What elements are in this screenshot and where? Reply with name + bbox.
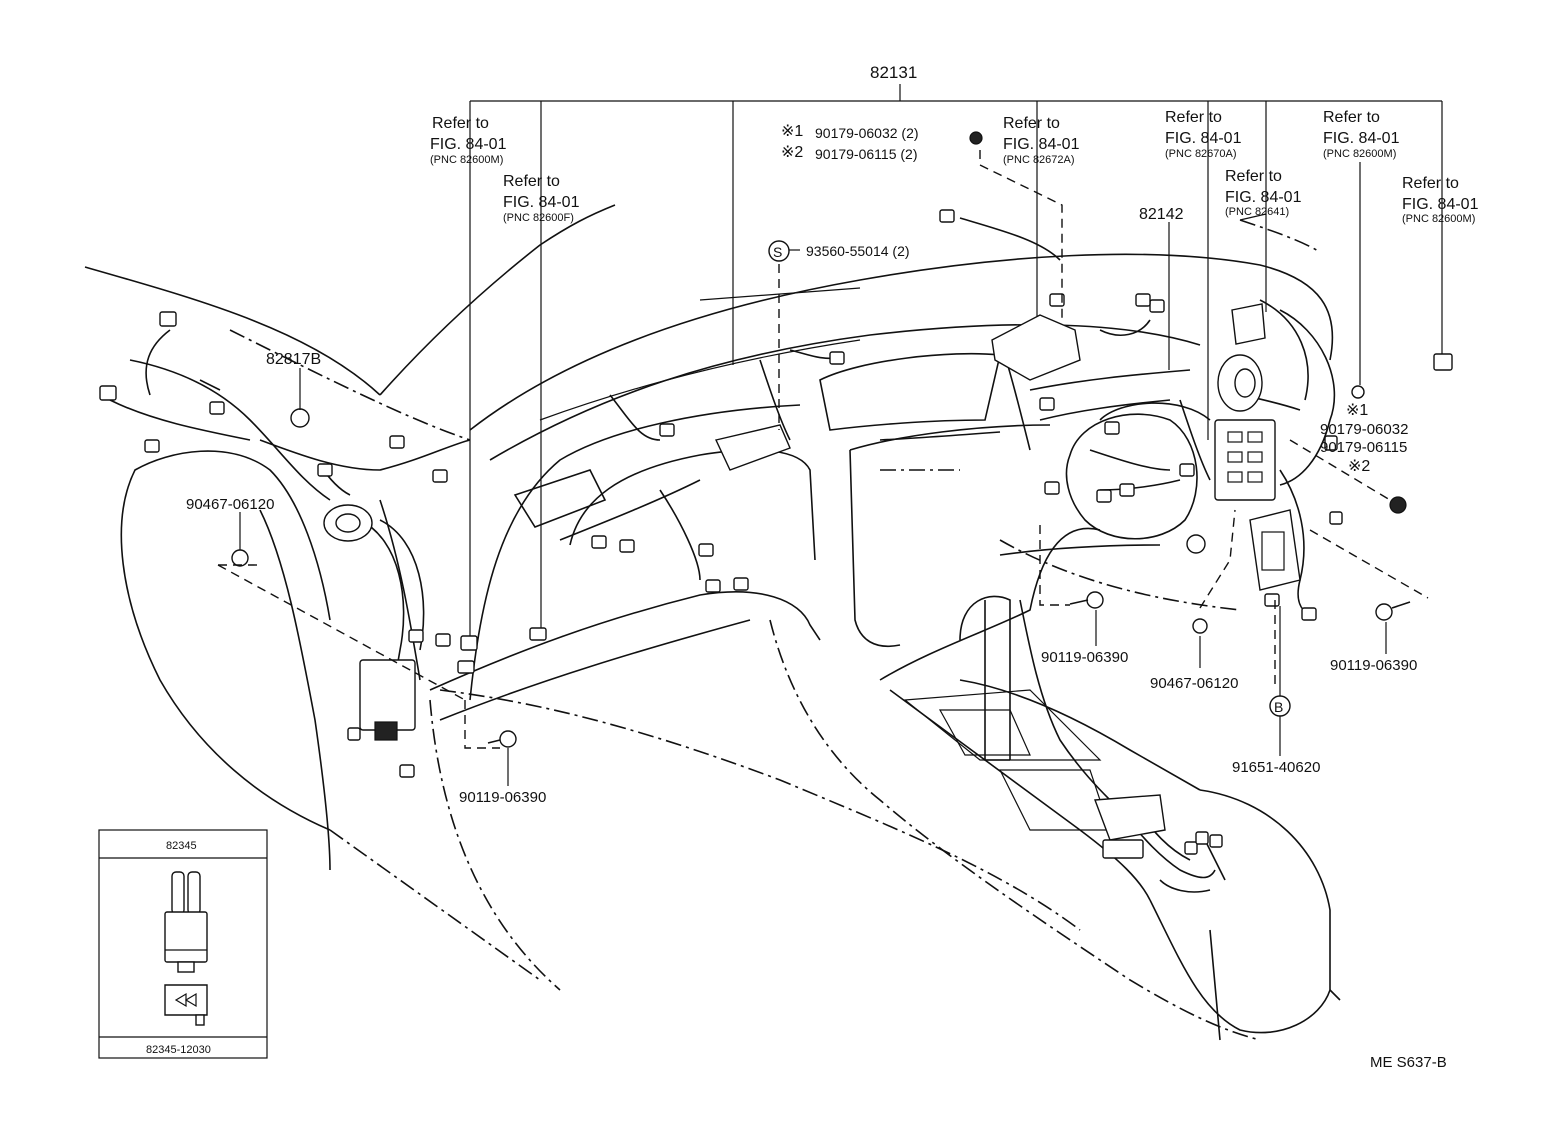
- ref-7-pnc: (PNC 82600M): [1402, 213, 1475, 225]
- ref-3-pnc: (PNC 82672A): [1003, 154, 1075, 166]
- dashed-leaders: [217, 150, 1429, 749]
- ref-6-line1: Refer to: [1323, 109, 1380, 126]
- leader-tree-82131: [469, 84, 1443, 640]
- ref-2-pnc: (PNC 82600F): [503, 212, 574, 224]
- ref-1-line1: Refer to: [432, 115, 489, 132]
- clip-s-symbol: S: [773, 244, 782, 260]
- fuse-82345-drawing: [164, 871, 208, 1026]
- clip-s-part: 93560-55014 (2): [806, 243, 910, 259]
- bolt-right-mark2: ※2: [1348, 458, 1370, 475]
- label-90467-left: 90467-06120: [186, 496, 274, 513]
- bracket-center: [715, 424, 791, 471]
- screw-mid: [1086, 591, 1104, 609]
- bolt-right-mark1: ※1: [1346, 402, 1368, 419]
- ref-7-line2: FIG. 84-01: [1402, 196, 1479, 213]
- relay-82641: [1231, 303, 1266, 345]
- connector-82600m-right: [1433, 353, 1453, 371]
- bolt-right-part1: 90179-06032: [1320, 421, 1408, 438]
- label-screw-right: 90119-06390: [1330, 657, 1417, 674]
- label-82131: 82131: [870, 63, 917, 82]
- label-screw-mid: 90119-06390: [1041, 649, 1128, 666]
- screw-left: [499, 730, 517, 748]
- nut-top: [969, 131, 983, 145]
- clip-b-symbol-ring: [1269, 695, 1291, 717]
- relay-box-right: [1249, 509, 1301, 591]
- bolt-top-part1: 90179-06032 (2): [815, 125, 919, 141]
- label-82142: 82142: [1139, 206, 1184, 223]
- ref-5-line2: FIG. 84-01: [1225, 189, 1302, 206]
- ref-1-line2: FIG. 84-01: [430, 136, 507, 153]
- screw-right: [1375, 603, 1393, 621]
- clip-82817b: [290, 408, 310, 428]
- clip-90467-left: [231, 549, 249, 567]
- ref-3-line2: FIG. 84-01: [1003, 136, 1080, 153]
- bolt-top-mark1: ※1: [781, 123, 803, 140]
- clip-b-symbol: B: [1274, 699, 1283, 715]
- label-screw-left: 90119-06390: [459, 789, 546, 806]
- label-82817b: 82817B: [266, 351, 321, 368]
- junction-block-82670a: [1214, 419, 1276, 501]
- ref-4-pnc: (PNC 82670A): [1165, 148, 1237, 160]
- ref-5-line1: Refer to: [1225, 168, 1282, 185]
- bolt-top-part2: 90179-06115 (2): [815, 146, 917, 162]
- phantom-lines: [229, 219, 1321, 1041]
- ref-2-line1: Refer to: [503, 173, 560, 190]
- clip-s-symbol-ring: [768, 240, 790, 262]
- bolt-right-part2: 90179-06115: [1320, 439, 1407, 456]
- labels: 82131 Refer to FIG. 84-01 (PNC 82600M) R…: [186, 63, 1479, 1071]
- vehicle-body-outline: [84, 204, 1341, 1041]
- leader-lines: [239, 162, 1387, 786]
- nut-right: [1389, 496, 1407, 514]
- inset-top-label: 82345: [166, 840, 197, 852]
- clip-90467-right: [1192, 618, 1208, 634]
- ref-7-line1: Refer to: [1402, 175, 1459, 192]
- ref-4-line2: FIG. 84-01: [1165, 130, 1242, 147]
- diagram-code: ME S637-B: [1370, 1054, 1447, 1071]
- inset-bottom-label: 82345-12030: [146, 1044, 211, 1056]
- ref-1-pnc: (PNC 82600M): [430, 154, 503, 166]
- ref-4-line1: Refer to: [1165, 109, 1222, 126]
- relay-block-82672a: [991, 314, 1081, 381]
- clip-b-part: 91651-40620: [1232, 759, 1320, 776]
- connectors: [99, 131, 1453, 859]
- junction-block-left: [359, 659, 416, 731]
- bolt-top-mark2: ※2: [781, 144, 803, 161]
- bolt-right: [1351, 385, 1365, 399]
- ref-6-line2: FIG. 84-01: [1323, 130, 1400, 147]
- ref-6-pnc: (PNC 82600M): [1323, 148, 1396, 160]
- ref-2-line2: FIG. 84-01: [503, 194, 580, 211]
- ref-3-line1: Refer to: [1003, 115, 1060, 132]
- grommet-lower: [1186, 534, 1206, 554]
- console-switch: [1094, 794, 1166, 841]
- ref-5-pnc: (PNC 82641): [1225, 206, 1289, 218]
- inset-box: 82345 82345-12030: [98, 829, 268, 1059]
- label-90467-right: 90467-06120: [1150, 675, 1238, 692]
